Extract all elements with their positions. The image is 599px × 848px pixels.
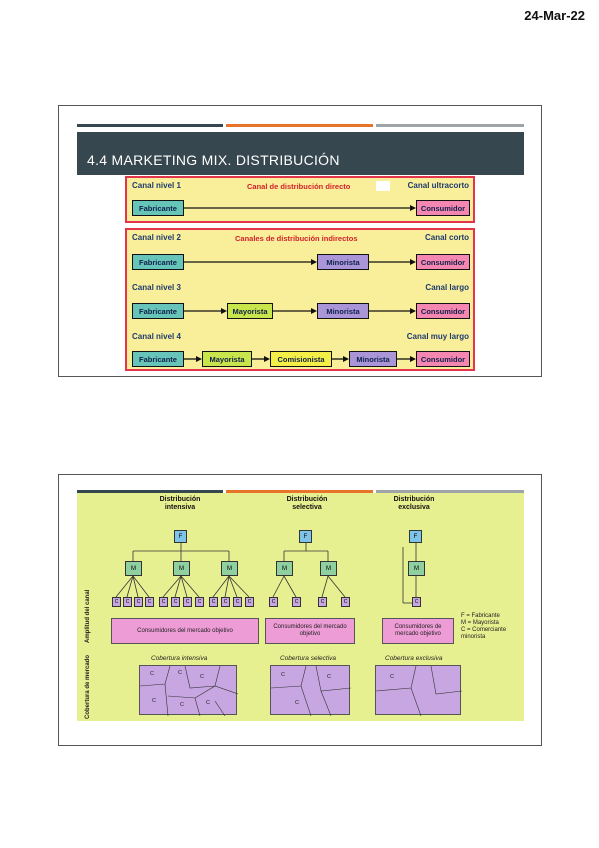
box-consumidor-l4: Consumidor xyxy=(416,351,470,367)
box-consumidor-l1: Consumidor xyxy=(416,200,470,216)
indirect-channels-frame: Canales de distribución indirectos Canal… xyxy=(125,228,475,371)
box-fabricante-l2: Fabricante xyxy=(132,254,184,270)
box-comisionista-l4: Comisionista xyxy=(270,351,332,367)
diagram-lines xyxy=(115,543,417,604)
legend: F = Fabricante M = Mayorista C = Comerci… xyxy=(461,613,523,641)
node-c: C xyxy=(195,597,204,607)
node-c: C xyxy=(112,597,121,607)
direct-channel-frame: Canal nivel 1 Canal de distribución dire… xyxy=(125,176,475,223)
map-c-label: C xyxy=(180,702,184,708)
slide-header: 4.4 MARKETING MIX. DISTRIBUCIÓN xyxy=(77,132,524,175)
slide-distribution-intensity: Distribución intensiva Distribución sele… xyxy=(58,474,542,746)
level-3-label: Canal nivel 3 xyxy=(132,283,181,292)
legend-c: C = Comerciante minorista xyxy=(461,627,507,640)
slide-title: 4.4 MARKETING MIX. DISTRIBUCIÓN xyxy=(87,152,340,168)
map-c-label: C xyxy=(200,674,204,680)
node-c: C xyxy=(145,597,154,607)
map-intensiva: C C C C C C xyxy=(139,665,238,716)
node-m-intensiva-2: M xyxy=(173,561,190,576)
box-consumidor-l3: Consumidor xyxy=(416,303,470,319)
map-c-label: C xyxy=(390,674,394,680)
node-m-selectiva-1: M xyxy=(276,561,293,576)
accent-bar-orange-2 xyxy=(226,490,373,493)
level-2-label: Canal nivel 2 xyxy=(132,233,181,242)
white-swatch xyxy=(376,181,390,191)
node-m-intensiva-3: M xyxy=(221,561,238,576)
accent-bar-dark-2 xyxy=(77,490,223,493)
slide-distribution-channels: 4.4 MARKETING MIX. DISTRIBUCIÓN Canal ni… xyxy=(58,105,542,377)
accent-bar-orange xyxy=(226,124,373,127)
node-c: C xyxy=(134,597,143,607)
consumers-intensiva: Consumidores del mercado objetivo xyxy=(111,618,259,644)
accent-bar-gray-2 xyxy=(376,490,524,493)
level-1-label: Canal nivel 1 xyxy=(132,181,181,190)
node-c: C xyxy=(318,597,327,607)
node-c: C xyxy=(221,597,230,607)
arrows-indirect xyxy=(184,259,416,362)
accent-bar-dark xyxy=(77,124,223,127)
map-exclusiva: C xyxy=(375,665,462,716)
map-exclusiva-borders xyxy=(376,666,462,716)
map-c-label: C xyxy=(281,672,285,678)
consumers-exclusiva: Consumidores de mercado objetivo xyxy=(382,618,454,644)
box-mayorista-l4: Mayorista xyxy=(202,351,252,367)
map-c-label: C xyxy=(206,700,210,706)
node-c: C xyxy=(412,597,421,607)
page-date: 24-Mar-22 xyxy=(524,8,585,23)
distribution-diagram: Distribución intensiva Distribución sele… xyxy=(77,493,524,721)
map-selectiva-borders xyxy=(271,666,351,716)
box-fabricante-l4: Fabricante xyxy=(132,351,184,367)
coverage-intensiva: Cobertura intensiva xyxy=(151,655,208,662)
box-mayorista-l3: Mayorista xyxy=(227,303,273,319)
box-minorista-l2: Minorista xyxy=(317,254,369,270)
node-m-selectiva-2: M xyxy=(320,561,337,576)
arrow-l1 xyxy=(184,205,416,211)
level-1-type: Canal ultracorto xyxy=(407,181,469,190)
node-f-intensiva: F xyxy=(174,530,187,543)
coverage-selectiva: Cobertura selectiva xyxy=(280,655,336,662)
box-fabricante-l3: Fabricante xyxy=(132,303,184,319)
legend-m: M = Mayorista xyxy=(461,620,499,626)
map-c-label: C xyxy=(150,671,154,677)
box-fabricante-l1: Fabricante xyxy=(132,200,184,216)
node-c: C xyxy=(183,597,192,607)
header-intensiva: Distribución intensiva xyxy=(159,496,201,511)
direct-channel-label: Canal de distribución directo xyxy=(247,182,351,191)
map-c-label: C xyxy=(178,670,182,676)
header-exclusiva: Distribución exclusiva xyxy=(393,496,435,511)
level-2-type: Canal corto xyxy=(424,233,469,242)
node-c: C xyxy=(171,597,180,607)
node-m-exclusiva: M xyxy=(408,561,425,576)
level-4-label: Canal nivel 4 xyxy=(132,332,181,341)
node-c: C xyxy=(233,597,242,607)
map-c-label: C xyxy=(295,700,299,706)
node-c: C xyxy=(245,597,254,607)
level-4-type: Canal muy largo xyxy=(406,332,469,341)
map-intensiva-borders xyxy=(140,666,238,716)
indirect-channels-label: Canales de distribución indirectos xyxy=(235,234,358,243)
node-f-selectiva: F xyxy=(299,530,312,543)
accent-bar-gray xyxy=(376,124,524,127)
box-consumidor-l2: Consumidor xyxy=(416,254,470,270)
node-c: C xyxy=(123,597,132,607)
coverage-exclusiva: Cobertura exclusiva xyxy=(385,655,443,662)
side-label-cobertura: Cobertura de mercado xyxy=(85,654,91,719)
map-c-label: C xyxy=(152,698,156,704)
node-f-exclusiva: F xyxy=(409,530,422,543)
node-c: C xyxy=(159,597,168,607)
node-c: C xyxy=(341,597,350,607)
map-selectiva: C C C xyxy=(270,665,351,716)
box-minorista-l4: Minorista xyxy=(349,351,397,367)
header-selectiva: Distribución selectiva xyxy=(286,496,328,511)
node-c: C xyxy=(269,597,278,607)
box-minorista-l3: Minorista xyxy=(317,303,369,319)
side-label-amplitud: Amplitud del canal xyxy=(85,589,91,643)
legend-f: F = Fabricante xyxy=(461,613,500,619)
node-m-intensiva-1: M xyxy=(125,561,142,576)
level-3-type: Canal largo xyxy=(425,283,469,292)
node-c: C xyxy=(209,597,218,607)
node-c: C xyxy=(292,597,301,607)
map-c-label: C xyxy=(327,674,331,680)
consumers-selectiva: Consumidores del mercado objetivo xyxy=(265,618,355,644)
